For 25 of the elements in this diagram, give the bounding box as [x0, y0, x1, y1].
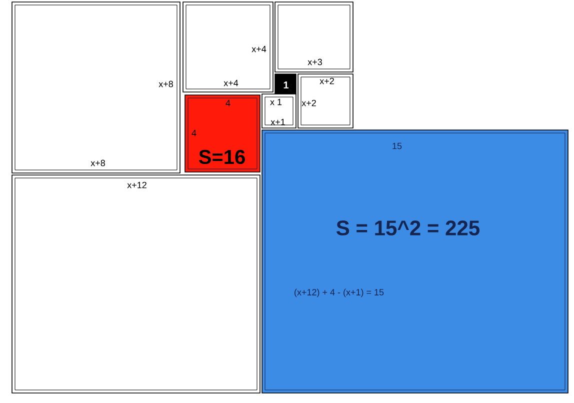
square-label: x+2 — [302, 100, 316, 106]
square-label: S = 15^2 = 225 — [336, 220, 480, 236]
square-label: 4 — [226, 100, 230, 106]
square — [12, 174, 260, 394]
square-label: x+1 — [270, 118, 285, 126]
square-label: x+4 — [224, 80, 238, 86]
square-label: x+8 — [158, 80, 173, 88]
square — [182, 2, 274, 92]
square-label: x+8 — [90, 160, 105, 166]
square-label: x+2 — [320, 78, 334, 84]
square — [184, 94, 260, 172]
square-label: x 1 — [270, 98, 282, 106]
square-label: x+3 — [308, 58, 322, 66]
square-label: x+4 — [252, 46, 266, 52]
square — [262, 94, 296, 128]
square-label: 15 — [392, 142, 402, 150]
square-label: 1 — [284, 82, 288, 88]
square — [274, 2, 354, 72]
square — [262, 130, 568, 394]
square-label: S=16 — [198, 150, 245, 164]
square — [274, 74, 296, 94]
square — [12, 2, 180, 174]
square-label: (x+12) + 4 - (x+1) = 15 — [294, 288, 384, 298]
square-label: 4 — [192, 130, 196, 136]
square-label: x+12 — [127, 182, 146, 188]
